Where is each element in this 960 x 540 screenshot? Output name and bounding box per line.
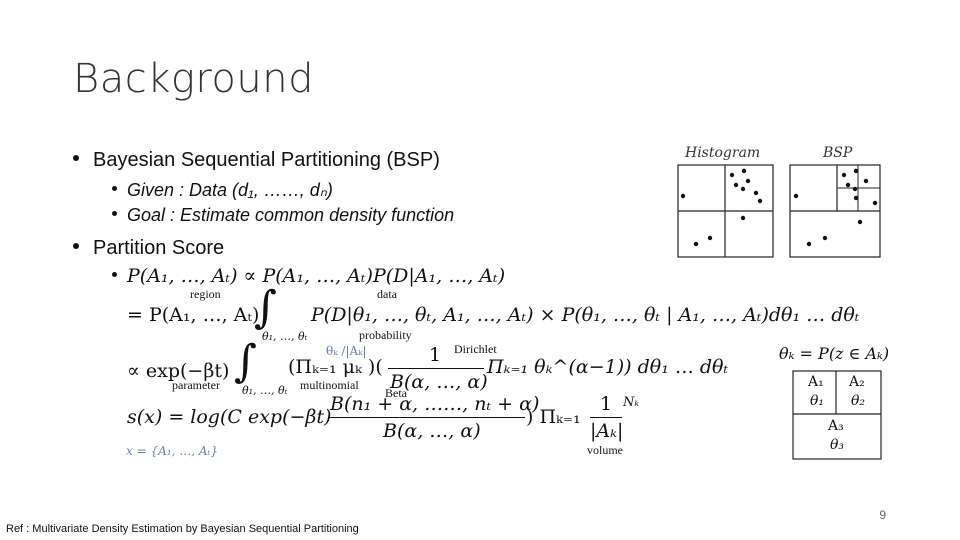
bullet-given-text: Given : Data (d₁, ……, dₙ) <box>127 180 333 200</box>
eq2-lhs: ∝ exp(−βt) <box>127 360 230 382</box>
eq2-frac-den: B(α, …, α) <box>390 371 488 393</box>
page-number: 9 <box>879 508 886 522</box>
partition-figure <box>677 164 881 258</box>
cell-theta2-label: θ₂ <box>851 393 866 409</box>
eq2-mid: (Πₖ₌₁ μₖ )( <box>288 356 383 378</box>
theta-definition: θₖ = P(z ∈ Aₖ) <box>779 344 890 363</box>
histogram-grid <box>677 164 774 258</box>
label-region: region <box>190 287 221 301</box>
label-data: data <box>377 287 397 301</box>
eq3-lhs: s(x) = log(C exp(−βt) <box>127 406 332 428</box>
eq1-int-subscript: θ₁, …, θₜ <box>262 330 308 343</box>
bullet-goal-text: Goal : Estimate common density function <box>127 205 455 225</box>
eq3-frac-num: B(n₁ + α, ……, nₜ + α) <box>330 393 540 415</box>
fraction-bar <box>388 368 484 369</box>
bsp-title: BSP <box>823 145 853 161</box>
cell-a2-label: A₂ <box>849 374 865 390</box>
bullet-dot <box>73 242 79 249</box>
label-multinomial: multinomial <box>300 378 359 392</box>
bullet-score-formula: P(A₁, …, Aₜ) ∝ P(A₁, …, Aₜ)P(D|A₁, …, Aₜ… <box>112 265 505 287</box>
eq2-int-subscript: θ₁, …, θₜ <box>242 384 288 397</box>
cell-theta1-label: θ₁ <box>810 393 825 409</box>
bullet-dot <box>112 185 117 191</box>
bsp-grid <box>789 164 881 258</box>
bullet-dot <box>73 154 79 161</box>
eq3-frac2-den: |Aₖ| <box>590 420 624 442</box>
eq1-rhs: P(D|θ₁, …, θₜ, A₁, …, Aₜ) × P(θ₁, …, θₜ … <box>311 304 860 326</box>
histogram-title: Histogram <box>685 145 761 161</box>
bullet-dot <box>112 271 117 277</box>
label-beta: Beta <box>385 386 407 400</box>
cell-theta3-label: θ₃ <box>830 437 845 453</box>
integral-sign: ∫ <box>234 336 257 387</box>
cell-diagram <box>792 370 882 460</box>
reference-footer: Ref : Multivariate Density Estimation by… <box>6 523 359 535</box>
bullet-dot <box>112 210 117 216</box>
theta-ratio-note: θₖ /|Aₖ| <box>326 344 367 358</box>
eq3-rhs: ) Πₖ₌₁ <box>526 406 581 428</box>
fraction-bar <box>330 417 525 418</box>
eq3-frac2-num: 1 <box>600 393 613 415</box>
eq2-frac-num: 1 <box>429 344 442 366</box>
eq1-lhs: = P(A₁, …, Aₜ) <box>127 304 260 326</box>
cell-a3-label: A₃ <box>828 418 844 434</box>
label-volume: volume <box>587 443 623 457</box>
cell-a1-label: A₁ <box>808 374 824 390</box>
slide-title: Background <box>73 56 314 102</box>
fraction-bar <box>590 417 622 418</box>
label-probability: probability <box>359 328 412 342</box>
bullet-given: Given : Data (d₁, ……, dₙ) <box>112 180 333 201</box>
label-parameter: parameter <box>172 378 220 392</box>
eq3-exponent: Nₖ <box>623 395 640 410</box>
bullet-partition-score: Partition Score <box>73 237 224 260</box>
integral-sign: ∫ <box>254 282 277 333</box>
bullet-bsp: Bayesian Sequential Partitioning (BSP) <box>73 149 440 172</box>
eq2-rhs: Πₖ₌₁ θₖ^(α−1)) dθ₁ … dθₜ <box>487 356 729 378</box>
label-dirichlet: Dirichlet <box>454 342 497 356</box>
bullet-goal: Goal : Estimate common density function <box>112 205 454 226</box>
x-definition: x = {A₁, …, Aₜ} <box>126 444 219 458</box>
eq3-frac-den: B(α, …, α) <box>383 420 481 442</box>
bullet-partition-score-text: Partition Score <box>93 237 225 259</box>
bullet-bsp-text: Bayesian Sequential Partitioning (BSP) <box>93 149 440 171</box>
score-formula-text: P(A₁, …, Aₜ) ∝ P(A₁, …, Aₜ)P(D|A₁, …, Aₜ… <box>127 265 506 287</box>
